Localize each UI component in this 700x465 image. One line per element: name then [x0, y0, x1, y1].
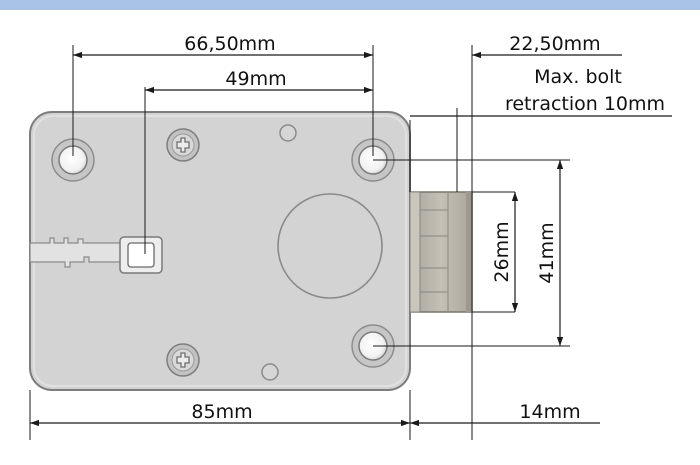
spindle-slot: [29, 236, 163, 274]
screw-bottom: [166, 343, 200, 377]
bolt: [409, 191, 473, 313]
label-bolt-note-line2: retraction 10mm: [505, 93, 665, 115]
pin-top: [279, 124, 297, 142]
pin-bottom: [261, 363, 279, 381]
label-hole-vertical-spacing: 41mm: [536, 222, 558, 283]
label-bolt-note-line1: Max. bolt: [534, 66, 622, 88]
label-bolt-extension: 22,50mm: [509, 33, 600, 55]
label-body-width: 85mm: [191, 401, 252, 423]
header-bar: [0, 0, 700, 10]
label-bolt-depth: 14mm: [519, 401, 580, 423]
label-mount-hole-spacing: 66,50mm: [184, 33, 275, 55]
label-spindle-offset: 49mm: [225, 68, 286, 90]
cover-disc: [277, 193, 383, 299]
screw-top: [166, 128, 200, 162]
label-bolt-height: 26mm: [491, 221, 513, 282]
